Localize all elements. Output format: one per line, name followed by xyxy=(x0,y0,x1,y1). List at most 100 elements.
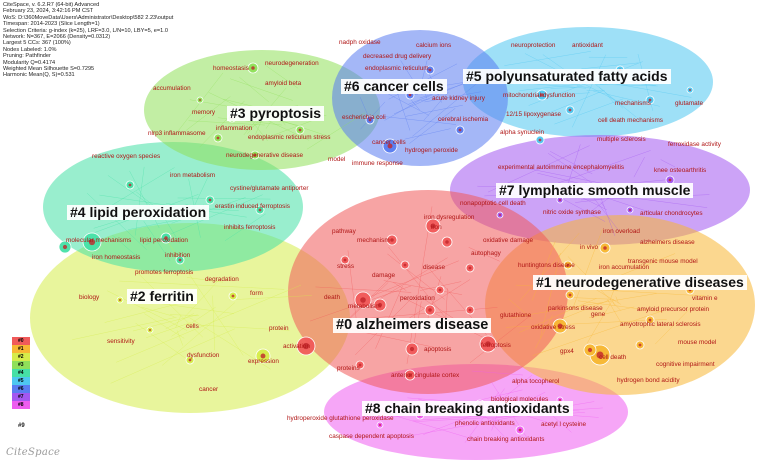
keyword-label[interactable]: disease xyxy=(423,264,446,271)
keyword-label[interactable]: mitochondrial dysfunction xyxy=(503,92,576,99)
keyword-label[interactable]: decreased drug delivery xyxy=(363,53,432,60)
keyword-label[interactable]: biological molecules xyxy=(491,396,549,403)
keyword-label[interactable]: hydroperoxide glutathione peroxidase xyxy=(287,415,394,422)
keyword-label[interactable]: calcium ions xyxy=(416,42,452,49)
keyword-label[interactable]: hydrogen peroxide xyxy=(405,147,458,154)
keyword-label[interactable]: phenolic antioxidants xyxy=(455,420,515,427)
keyword-label[interactable]: pathway xyxy=(332,228,356,235)
keyword-label[interactable]: nitric oxide synthase xyxy=(543,209,601,216)
keyword-label[interactable]: iron homeostasis xyxy=(92,254,141,261)
keyword-label[interactable]: anterior cingulate cortex xyxy=(391,372,460,379)
keyword-label[interactable]: inhibits ferroptosis xyxy=(224,224,276,231)
keyword-label[interactable]: degradation xyxy=(205,276,239,283)
keyword-label[interactable]: acute kidney injury xyxy=(432,95,485,102)
keyword-label[interactable]: mouse model xyxy=(678,339,717,346)
keyword-label[interactable]: cognitive impairment xyxy=(656,361,715,368)
keyword-label[interactable]: nadph oxidase xyxy=(339,39,381,46)
keyword-label[interactable]: cerebral ischemia xyxy=(438,116,489,123)
keyword-label[interactable]: peroxidation xyxy=(400,295,435,302)
keyword-label[interactable]: transgenic mouse model xyxy=(628,258,698,265)
keyword-label[interactable]: lipid peroxidation xyxy=(140,237,188,244)
keyword-label[interactable]: hydrogen bond acidity xyxy=(617,377,680,384)
keyword-label[interactable]: damage xyxy=(372,272,396,279)
keyword-label[interactable]: amyloid precursor protein xyxy=(637,306,710,313)
keyword-label[interactable]: death xyxy=(324,294,340,301)
keyword-label[interactable]: protein xyxy=(269,325,289,332)
keyword-label[interactable]: glutathione xyxy=(500,312,532,319)
keyword-label[interactable]: metabolism xyxy=(348,303,381,310)
keyword-label[interactable]: gpx4 xyxy=(560,348,574,355)
keyword-label[interactable]: ferroxidase activity xyxy=(668,141,721,148)
keyword-label[interactable]: nonapoptotic cell death xyxy=(460,200,526,207)
keyword-label[interactable]: memory xyxy=(192,109,216,116)
legend-label: #5 xyxy=(18,378,24,384)
keyword-label[interactable]: dysfunction xyxy=(187,352,220,359)
keyword-label[interactable]: model xyxy=(328,156,346,163)
keyword-label[interactable]: alpha synuclein xyxy=(500,129,545,136)
keyword-label[interactable]: antioxidant xyxy=(572,42,603,49)
node-core xyxy=(408,93,412,97)
keyword-label[interactable]: accumulation xyxy=(153,85,191,92)
keyword-label[interactable]: cancer cells xyxy=(372,139,406,146)
keyword-label[interactable]: cancer xyxy=(199,386,219,393)
cluster-link xyxy=(134,166,145,236)
keyword-label[interactable]: iron overload xyxy=(603,228,640,235)
keyword-label[interactable]: neurodegeneration xyxy=(265,60,319,67)
node-core xyxy=(596,351,604,359)
keyword-label[interactable]: iron xyxy=(431,224,442,231)
keyword-label[interactable]: multiple sclerosis xyxy=(597,136,646,143)
keyword-label[interactable]: glutamate xyxy=(675,100,704,107)
keyword-label[interactable]: erastin induced ferroptosis xyxy=(215,203,290,210)
keyword-label[interactable]: endoplasmic reticulum stress xyxy=(248,134,331,141)
keyword-label[interactable]: iron accumulation xyxy=(599,264,650,271)
keyword-label[interactable]: mechanism xyxy=(357,237,390,244)
keyword-label[interactable]: proteins xyxy=(337,365,360,372)
keyword-label[interactable]: parkinsons disease xyxy=(548,305,603,312)
keyword-label[interactable]: form xyxy=(250,290,263,297)
keyword-label[interactable]: experimental autoimmune encephalomyeliti… xyxy=(498,164,625,171)
keyword-label[interactable]: iron dysregulation xyxy=(424,214,475,221)
keyword-label[interactable]: caspase dependent apoptosis xyxy=(329,433,414,440)
keyword-label[interactable]: cell death mechanisms xyxy=(598,117,664,124)
keyword-label[interactable]: biology xyxy=(79,294,100,301)
keyword-label[interactable]: iron metabolism xyxy=(170,172,216,179)
keyword-label[interactable]: amyloid beta xyxy=(265,80,302,87)
keyword-label[interactable]: expression xyxy=(248,358,279,365)
keyword-label[interactable]: huntingtons disease xyxy=(518,262,575,269)
keyword-label[interactable]: nlrp3 inflammasome xyxy=(148,130,206,137)
keyword-label[interactable]: homeostasis xyxy=(213,65,249,72)
keyword-label[interactable]: alpha tocopherol xyxy=(512,378,560,385)
keyword-label[interactable]: inflammation xyxy=(216,125,253,132)
keyword-label[interactable]: promotes ferroptosis xyxy=(135,269,194,276)
keyword-label[interactable]: inhibition xyxy=(165,252,191,259)
keyword-label[interactable]: knee osteoarthritis xyxy=(654,167,707,174)
keyword-label[interactable]: neuroprotection xyxy=(511,42,556,49)
keyword-label[interactable]: neurodegenerative disease xyxy=(226,152,304,159)
keyword-label[interactable]: apoptosis xyxy=(424,346,452,353)
keyword-label[interactable]: ferroptosis xyxy=(481,342,511,349)
keyword-label[interactable]: oxidative damage xyxy=(483,237,534,244)
keyword-label[interactable]: 12/15 lipoxygenase xyxy=(506,111,562,118)
keyword-label[interactable]: chain breaking antioxidants xyxy=(467,436,545,443)
keyword-label[interactable]: stress xyxy=(337,263,355,270)
keyword-label[interactable]: autophagy xyxy=(471,250,501,257)
keyword-label[interactable]: alzheimers disease xyxy=(640,239,695,246)
keyword-label[interactable]: oxidative stress xyxy=(531,324,576,331)
keyword-label[interactable]: cells xyxy=(186,323,199,330)
keyword-label[interactable]: in vivo xyxy=(580,244,599,251)
keyword-label[interactable]: mechanisms xyxy=(615,100,651,107)
keyword-label[interactable]: cell death xyxy=(599,354,627,361)
keyword-label[interactable]: articular chondrocytes xyxy=(640,210,703,217)
keyword-label[interactable]: endoplasmic reticulum xyxy=(365,65,429,72)
keyword-label[interactable]: sensitivity xyxy=(107,338,135,345)
keyword-label[interactable]: escherichia coli xyxy=(342,114,386,121)
keyword-label[interactable]: immune response xyxy=(352,160,403,167)
keyword-label[interactable]: acetyl l cysteine xyxy=(541,421,587,428)
keyword-label[interactable]: reactive oxygen species xyxy=(92,153,161,160)
keyword-label[interactable]: cystine/glutamate antiporter xyxy=(230,185,309,192)
keyword-label[interactable]: activation xyxy=(283,343,310,350)
keyword-label[interactable]: vitamin e xyxy=(692,295,718,302)
keyword-label[interactable]: molecular mechanisms xyxy=(66,237,132,244)
keyword-label[interactable]: gene xyxy=(591,311,606,318)
keyword-label[interactable]: amyotrophic lateral sclerosis xyxy=(620,321,701,328)
